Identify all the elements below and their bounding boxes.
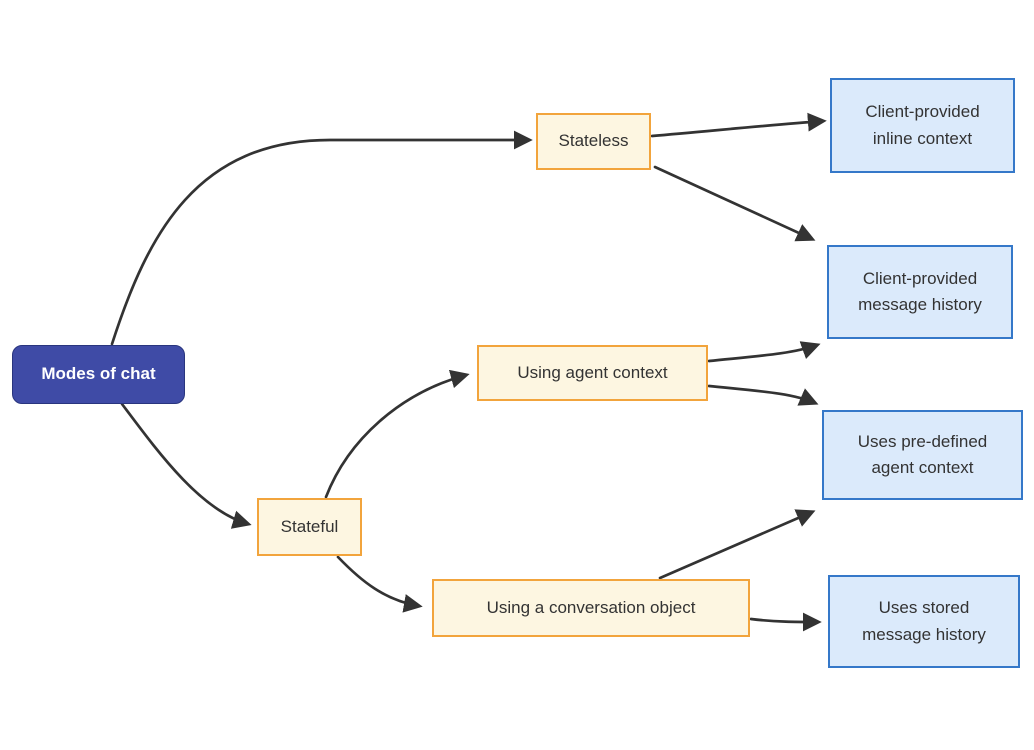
edge-stateful-to-conversation-object (336, 555, 423, 613)
edge-agent-context-to-message-history (707, 341, 821, 363)
node-uses-predefined-agent-context: Uses pre-defined agent context (822, 410, 1023, 500)
node-using-agent-context: Using agent context (477, 345, 708, 401)
node-modes-of-chat: Modes of chat (12, 345, 185, 404)
node-uses-stored-message-history: Uses stored message history (828, 575, 1020, 668)
edge-conversation-object-to-predefined-context (658, 509, 816, 580)
edge-stateless-to-message-history (653, 165, 816, 242)
node-using-conversation-object: Using a conversation object (432, 579, 750, 637)
node-client-provided-message-history: Client-provided message history (827, 245, 1013, 339)
edge-conversation-object-to-stored-history (749, 612, 822, 632)
edge-agent-context-to-predefined-context (707, 384, 819, 406)
edge-stateless-to-inline-context (650, 112, 827, 138)
node-stateless: Stateless (536, 113, 651, 170)
edge-modes-to-stateful (120, 402, 252, 529)
node-stateful: Stateful (257, 498, 362, 556)
edge-modes-to-stateless (110, 130, 533, 346)
edge-stateful-to-agent-context (324, 369, 470, 499)
node-client-provided-inline-context: Client-provided inline context (830, 78, 1015, 173)
